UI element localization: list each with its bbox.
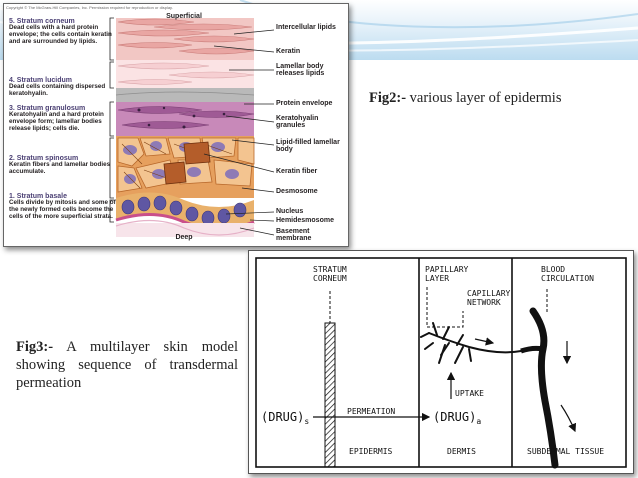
label-keratohyalin-granules: Keratohyalin granules [276, 115, 319, 130]
layer-description: Keratin fibers and lamellar bodies accum… [9, 161, 111, 175]
drug-a-label: (DRUG)a [433, 411, 481, 428]
epidermis-illustration [109, 17, 275, 237]
fig2-caption: Fig2:- various layer of epidermis [369, 90, 561, 107]
skin-model-figure: STRATUM CORNEUM PAPILLARY LAYER CAPILLAR… [248, 250, 634, 474]
epidermis-label: EPIDERMIS [349, 447, 393, 456]
layer-description: Keratohyalin and a hard protein envelope… [9, 111, 104, 132]
epidermis-figure: Copyright © The McGraw-Hill Companies, I… [3, 3, 349, 247]
label-keratin: Keratin [276, 48, 301, 55]
drug-s-subscript: s [304, 417, 310, 426]
layer-title: 3. Stratum granulosum [9, 105, 86, 112]
capillary-network-label: CAPILLARY NETWORK [467, 289, 511, 307]
layer-stratum-lucidum: 4. Stratum lucidum Dead cells containing… [9, 77, 117, 98]
drug-a-base: (DRUG) [433, 410, 477, 424]
fig2-caption-text: various layer of epidermis [406, 90, 562, 106]
fig2-caption-prefix: Fig2:- [369, 90, 407, 106]
layer-description: Cells divide by mitosis and some of the … [9, 199, 116, 220]
label-basement-membrane: Basement membrane [276, 228, 312, 243]
layer-title: 4. Stratum lucidum [9, 77, 73, 84]
blood-circulation-label: BLOOD CIRCULATION [541, 265, 594, 283]
layer-title: 1. Stratum basale [9, 193, 67, 200]
drug-a-subscript: a [476, 417, 482, 426]
label-nucleus: Nucleus [276, 208, 304, 215]
layer-description: Dead cells containing dispersed keratohy… [9, 83, 106, 97]
label-intercellular-lipids: Intercellular lipids [276, 24, 336, 31]
layer-title: 2. Stratum spinosum [9, 155, 79, 162]
layer-stratum-granulosum: 3. Stratum granulosum Keratohyalin and a… [9, 105, 117, 132]
uptake-label: UPTAKE [455, 389, 484, 398]
label-lipid-filled-lamellar-body: Lipid-filled lamellar body [276, 139, 340, 154]
layer-description: Dead cells with a hard protein envelope;… [9, 24, 112, 45]
layer-title: 5. Stratum corneum [9, 18, 75, 25]
drug-s-base: (DRUG) [261, 410, 305, 424]
label-desmosome: Desmosome [276, 188, 318, 195]
label-hemidesmosome: Hemidesmosome [276, 217, 334, 224]
papillary-layer-label: PAPILLARY LAYER [425, 265, 469, 283]
superficial-label: Superficial [166, 13, 202, 20]
fig3-caption-prefix: Fig3:- [16, 339, 54, 355]
layer-stratum-basale: 1. Stratum basale Cells divide by mitosi… [9, 193, 117, 220]
stratum-corneum-label: STRATUM CORNEUM [313, 265, 347, 283]
fig3-caption: Fig3:- A multilayer skin model showing s… [16, 338, 238, 392]
skin-model-diagram [255, 257, 627, 469]
permeation-label: PERMEATION [347, 407, 396, 416]
label-keratin-fiber: Keratin fiber [276, 168, 318, 175]
layer-stratum-spinosum: 2. Stratum spinosum Keratin fibers and l… [9, 155, 117, 176]
figure-credit: Copyright © The McGraw-Hill Companies, I… [6, 5, 173, 10]
layer-stratum-corneum: 5. Stratum corneum Dead cells with a har… [9, 18, 117, 45]
deep-label: Deep [175, 234, 193, 241]
dermis-label: DERMIS [447, 447, 476, 456]
subdermal-tissue-label: SUBDERMAL TISSUE [527, 447, 605, 456]
fig3-caption-text: A multilayer skin model showing sequence… [16, 339, 238, 391]
drug-s-label: (DRUG)s [261, 411, 309, 428]
label-lamellar-body-releases-lipids: Lamellar body releases lipids [276, 63, 325, 78]
label-protein-envelope: Protein envelope [276, 100, 333, 107]
